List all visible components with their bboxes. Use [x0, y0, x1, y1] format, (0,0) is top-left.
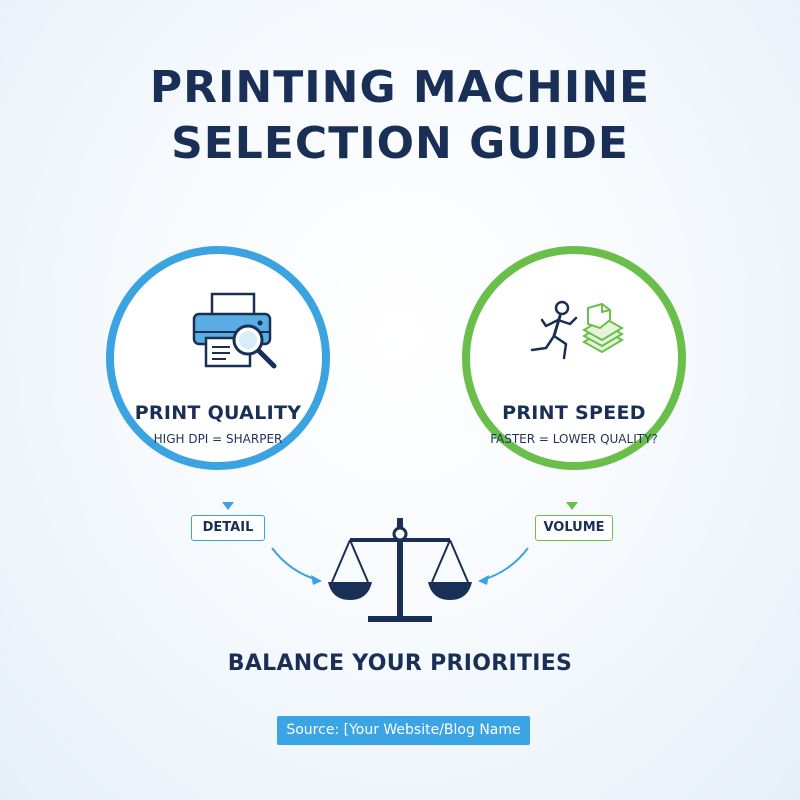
- left-arrowhead: [311, 575, 322, 585]
- detail-tag: DETAIL: [191, 515, 265, 541]
- printer-magnifier-icon: [192, 292, 277, 369]
- speed-pointer: [566, 502, 578, 510]
- source-badge: Source: [Your Website/Blog Name: [277, 716, 530, 745]
- print-speed-circle: PRINT SPEED FASTER = LOWER QUALITY?: [462, 246, 686, 470]
- print-quality-title: PRINT QUALITY: [134, 402, 302, 424]
- title-line-2: SELECTION GUIDE: [171, 118, 629, 169]
- print-speed-subtitle: FASTER = LOWER QUALITY?: [490, 432, 658, 446]
- print-quality-circle: PRINT QUALITY HIGH DPI = SHARPER: [106, 246, 330, 470]
- right-arrowhead: [478, 575, 489, 585]
- title-line-1: PRINTING MACHINE: [149, 62, 651, 113]
- quality-pointer: [222, 502, 234, 510]
- volume-tag: VOLUME: [535, 515, 613, 541]
- runner-paper-stack-icon: [530, 300, 624, 360]
- balance-scale-icon: [328, 518, 472, 622]
- balance-priorities-label: BALANCE YOUR PRIORITIES: [227, 651, 573, 676]
- print-quality-subtitle: HIGH DPI = SHARPER: [153, 432, 283, 446]
- print-speed-title: PRINT SPEED: [502, 402, 646, 424]
